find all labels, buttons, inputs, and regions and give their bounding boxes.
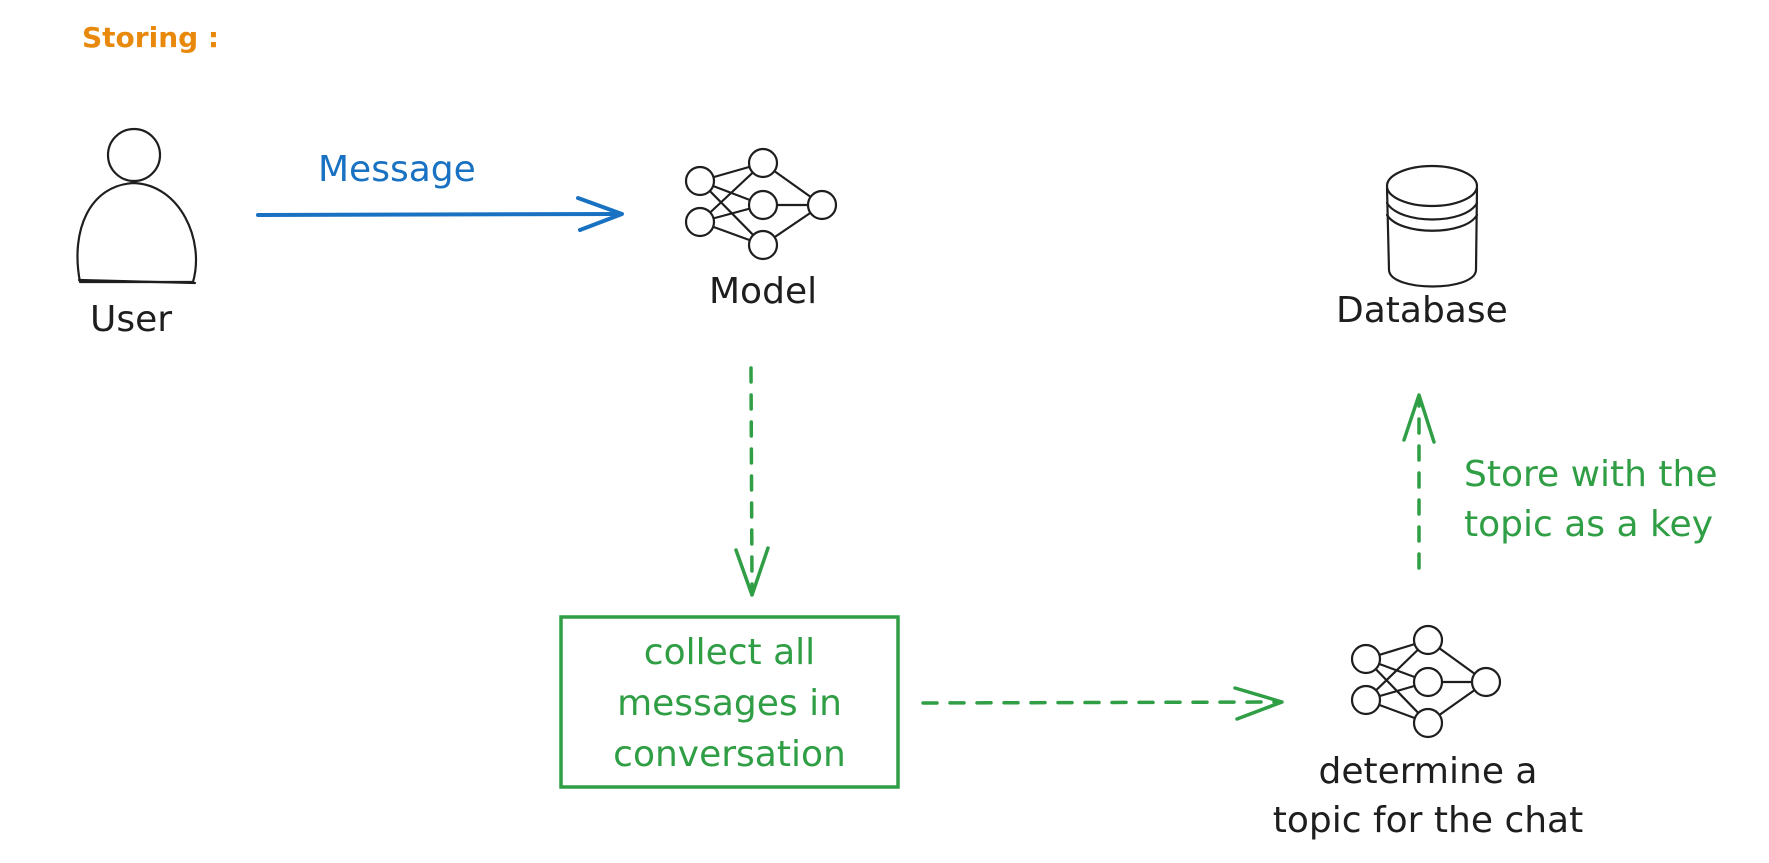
topic-model-label-line-1: determine a bbox=[1318, 751, 1538, 792]
neural-network-icon bbox=[684, 147, 838, 261]
collect-label: collect all messages in conversation bbox=[566, 627, 893, 780]
topic-model-label: determine a topic for the chat bbox=[1228, 747, 1628, 845]
message-label: Message bbox=[318, 149, 476, 190]
neural-network-icon bbox=[1350, 624, 1502, 739]
topic-model-label-line-2: topic for the chat bbox=[1272, 800, 1584, 841]
collect-label-line-2: messages in bbox=[617, 683, 842, 724]
model-to-collect-arrow bbox=[734, 366, 770, 597]
collect-label-line-1: collect all bbox=[643, 632, 816, 673]
database-icon bbox=[1385, 164, 1479, 288]
user-label: User bbox=[90, 299, 173, 340]
store-label-line-2: topic as a key bbox=[1464, 504, 1714, 545]
collect-label-line-3: conversation bbox=[613, 734, 846, 775]
store-label: Store with the topic as a key bbox=[1464, 450, 1718, 550]
person-icon bbox=[76, 127, 198, 285]
collect-to-topic-arrow bbox=[921, 686, 1284, 721]
topic-to-database-arrow bbox=[1402, 393, 1436, 570]
message-arrow bbox=[256, 196, 624, 232]
store-label-line-1: Store with the bbox=[1464, 454, 1718, 495]
database-label: Database bbox=[1336, 290, 1508, 331]
model-label: Model bbox=[709, 271, 818, 312]
page-title: Storing : bbox=[82, 21, 220, 54]
collect-box bbox=[559, 615, 900, 789]
